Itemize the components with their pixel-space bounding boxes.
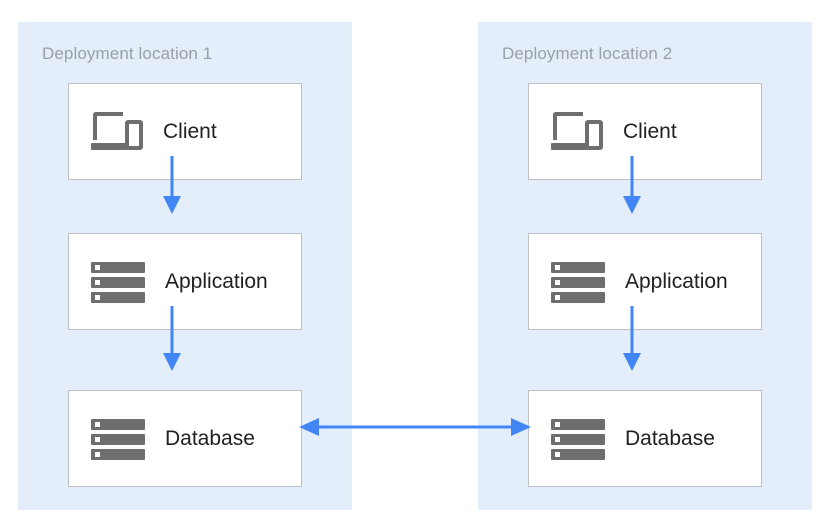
deployment-zone-1: Deployment location 1 Client Application… (18, 22, 352, 510)
arrow-zone1-application-to-database (160, 306, 184, 373)
zone-1-node-client[interactable]: Client (68, 83, 302, 180)
zone-2-application-label: Application (625, 269, 728, 293)
arrow-database-replication-bidirectional (298, 415, 532, 439)
server-icon (551, 417, 605, 461)
zone-2-database-label: Database (625, 426, 715, 450)
zone-1-node-application[interactable]: Application (68, 233, 302, 330)
arrow-zone1-client-to-application (160, 156, 184, 216)
zone-1-client-label: Client (163, 119, 217, 143)
server-icon (91, 260, 145, 304)
zone-1-node-database[interactable]: Database (68, 390, 302, 487)
client-devices-icon (551, 110, 603, 154)
zone-1-application-label: Application (165, 269, 268, 293)
zone-2-node-application[interactable]: Application (528, 233, 762, 330)
zone-2-title: Deployment location 2 (502, 44, 673, 63)
server-icon (91, 417, 145, 461)
zone-2-node-database[interactable]: Database (528, 390, 762, 487)
zone-1-title: Deployment location 1 (42, 44, 213, 63)
server-icon (551, 260, 605, 304)
deployment-zone-2: Deployment location 2 Client Application… (478, 22, 812, 510)
zone-2-client-label: Client (623, 119, 677, 143)
client-devices-icon (91, 110, 143, 154)
zone-1-database-label: Database (165, 426, 255, 450)
zone-2-node-client[interactable]: Client (528, 83, 762, 180)
arrow-zone2-application-to-database (620, 306, 644, 373)
arrow-zone2-client-to-application (620, 156, 644, 216)
